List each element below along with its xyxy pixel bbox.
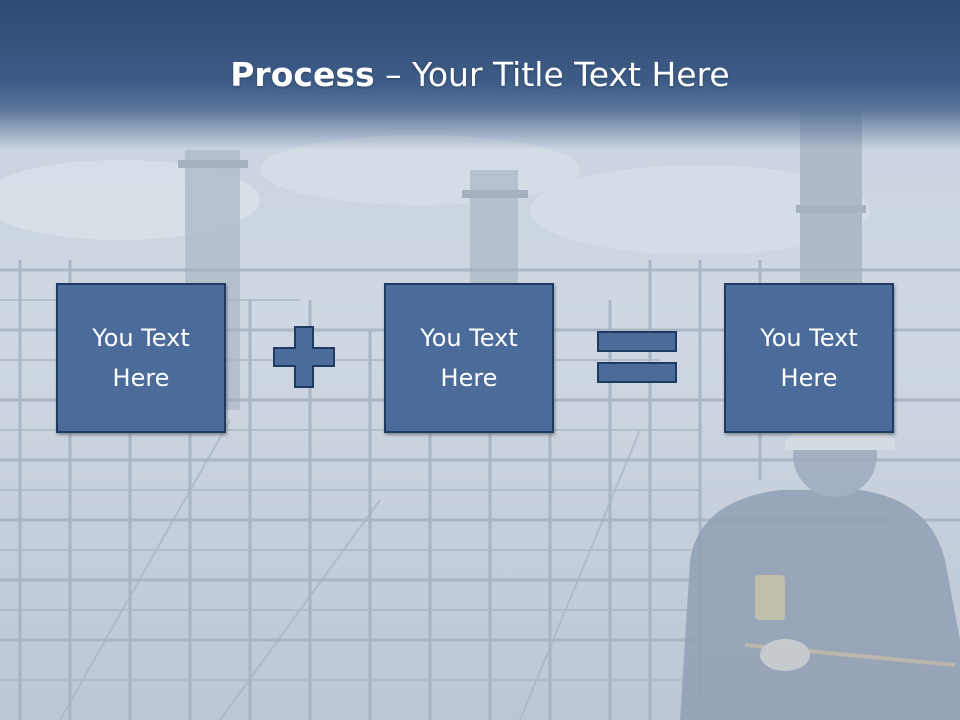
process-box-2[interactable]: You Text Here	[384, 283, 554, 433]
process-box-3-text: You Text Here	[760, 324, 858, 392]
process-box-1-text: You Text Here	[92, 324, 190, 392]
equals-icon	[597, 331, 677, 383]
process-box-2-text: You Text Here	[420, 324, 518, 392]
slide-title: Process – Your Title Text Here	[0, 54, 960, 96]
title-bold-text: Process	[230, 55, 375, 94]
process-box-1[interactable]: You Text Here	[56, 283, 226, 433]
plus-icon	[273, 326, 335, 388]
process-box-3[interactable]: You Text Here	[724, 283, 894, 433]
title-bar	[0, 0, 960, 150]
title-rest-text: – Your Title Text Here	[374, 55, 730, 94]
